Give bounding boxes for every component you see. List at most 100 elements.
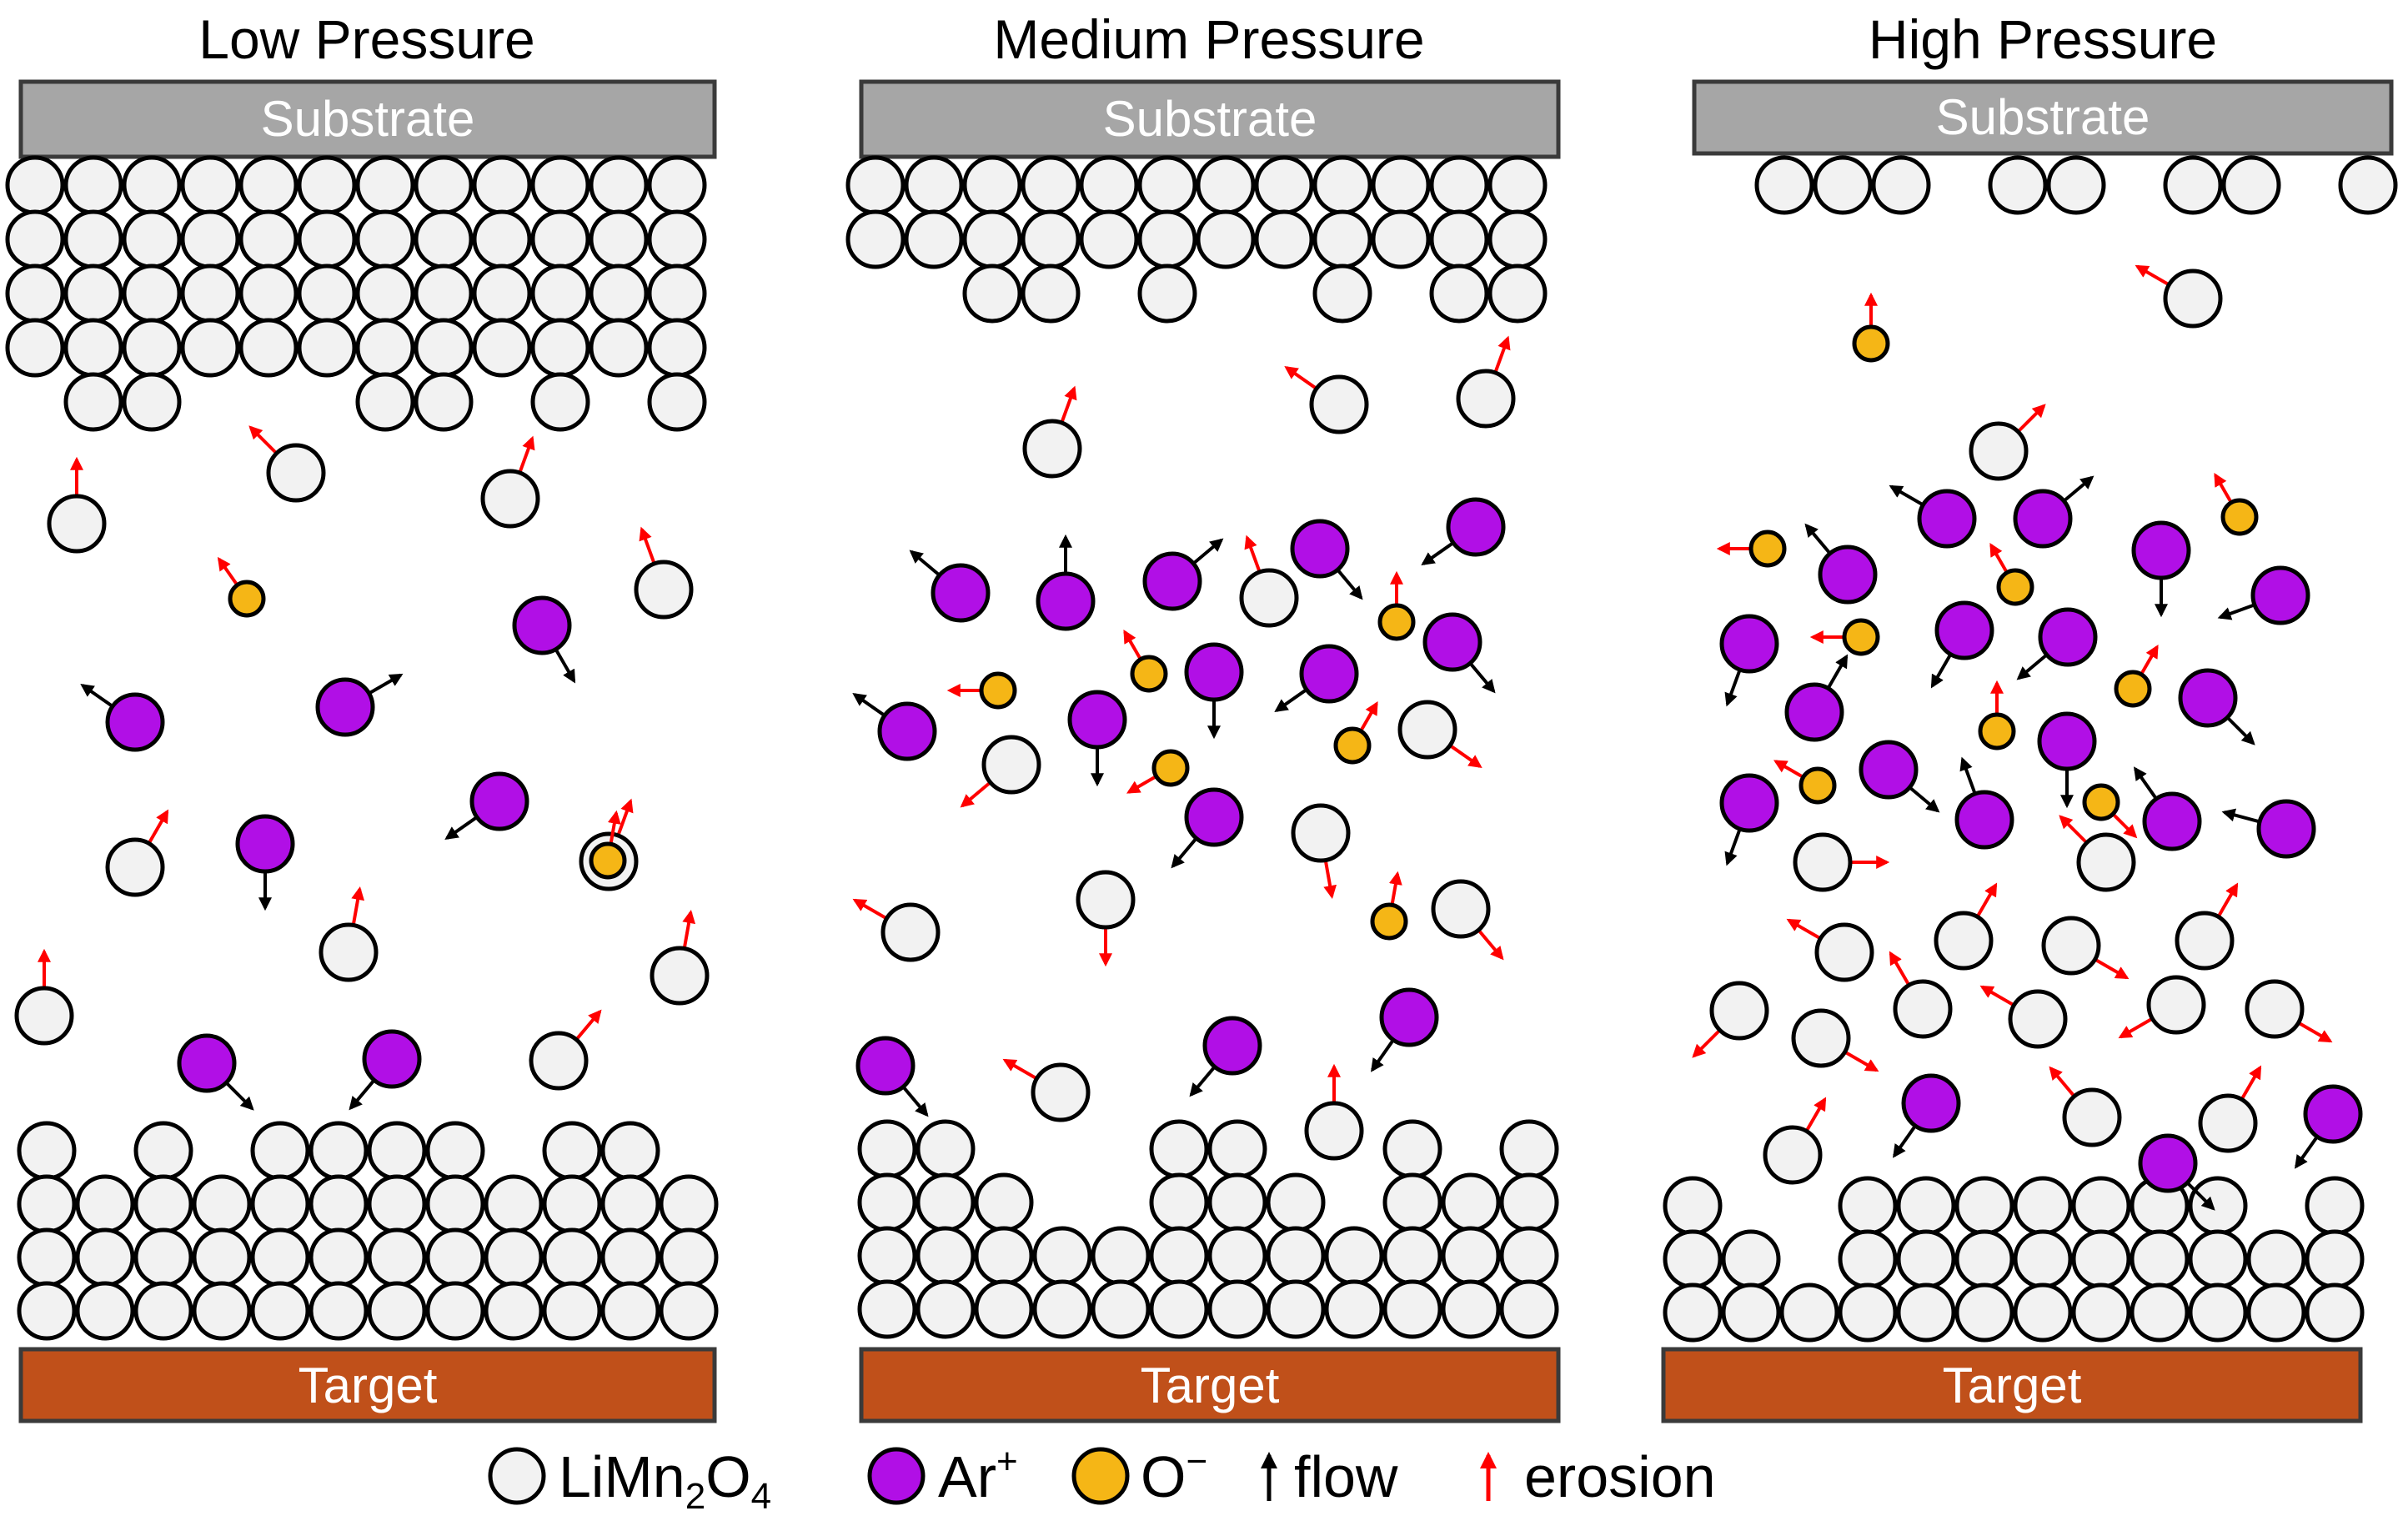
limn2o4-particle (1371, 155, 1431, 215)
limn2o4-particle (904, 155, 964, 215)
o-ion (1852, 324, 1890, 363)
limn2o4-particle (297, 155, 357, 215)
limn2o4-particle (857, 1172, 917, 1232)
flow-arrow (2217, 604, 2254, 620)
o-ion (1996, 568, 2034, 606)
flow-arrow (1724, 670, 1741, 707)
ar-ion (1067, 690, 1127, 750)
limn2o4-particle (1499, 1172, 1559, 1232)
flow-arrow (1804, 523, 1831, 554)
limn2o4-particle (297, 318, 357, 378)
legend-o-ion-swatch (1071, 1447, 1130, 1505)
limn2o4-particle (1032, 1226, 1092, 1286)
ar-ion (2178, 668, 2238, 728)
flow-arrow (852, 692, 885, 716)
limn2o4-particle (1382, 1172, 1442, 1232)
limn2o4-particle (1239, 568, 1299, 628)
flow-arrow (2133, 766, 2157, 799)
erosion-arrow (1126, 776, 1156, 794)
flow-arrow (349, 1080, 375, 1111)
limn2o4-particle (2221, 155, 2281, 215)
limn2o4-particle (17, 1121, 77, 1181)
panel-title-low: Low Pressure (198, 8, 535, 70)
erosion-arrow (2140, 644, 2159, 674)
legend-ar-ion-swatch (867, 1447, 926, 1505)
erosion-arrow (2240, 1065, 2262, 1099)
limn2o4-particle (845, 155, 906, 215)
limn2o4-particle (75, 1174, 135, 1234)
substrate-label: Substrate (1103, 91, 1317, 147)
erosion-arrow (217, 556, 238, 585)
target-low: Target (18, 1347, 717, 1423)
flow-arrow (1889, 484, 1923, 506)
ar-ion (2250, 565, 2310, 625)
limn2o4-particle (2071, 1176, 2131, 1236)
limn2o4-particle (542, 1174, 602, 1234)
limn2o4-particle (1441, 1279, 1501, 1339)
limn2o4-particle (1954, 1283, 2014, 1343)
flow-arrow (1827, 654, 1849, 688)
limn2o4-particle (1079, 209, 1139, 269)
flow-arrow (902, 1087, 929, 1117)
legend: LiMn2O4 Ar+ O− flow erosion (488, 1441, 1716, 1517)
erosion-arrow (960, 781, 991, 808)
ar-ion (235, 814, 295, 874)
ar-ion (1934, 600, 1994, 660)
erosion-arrow (1360, 700, 1378, 730)
limn2o4-particle (1838, 1283, 1898, 1343)
limn2o4-particle (297, 209, 357, 269)
limn2o4-particle (1149, 1279, 1209, 1339)
ar-ion (1036, 571, 1096, 631)
limn2o4-particle (1969, 421, 2029, 481)
limn2o4-particle (238, 155, 298, 215)
limn2o4-particle (1207, 1226, 1267, 1286)
ar-ion (315, 677, 375, 737)
limn2o4-particle (1254, 155, 1314, 215)
limn2o4-particle (1079, 155, 1139, 215)
limn2o4-particle (2305, 1283, 2365, 1343)
limn2o4-particle (600, 1227, 660, 1288)
limn2o4-particle (250, 1227, 310, 1288)
limn2o4-particle (1076, 870, 1136, 930)
limn2o4-particle (530, 209, 590, 269)
panel-title-high: High Pressure (1869, 8, 2217, 70)
limn2o4-particle (981, 735, 1041, 795)
ar-ion (1422, 612, 1482, 672)
limn2o4-particle (2146, 975, 2206, 1035)
limn2o4-particle (2046, 155, 2106, 215)
limn2o4-particle (659, 1281, 719, 1341)
o-ion (2220, 498, 2259, 536)
limn2o4-particle (857, 1119, 917, 1179)
limn2o4-particle (1838, 1176, 1898, 1236)
limn2o4-particle (1721, 1283, 1781, 1343)
legend-erosion-label: erosion (1524, 1444, 1716, 1509)
limn2o4-particle (1954, 1176, 2014, 1236)
limn2o4-particle (1896, 1283, 1956, 1343)
ar-ion (469, 771, 529, 831)
ar-ion (1299, 644, 1359, 704)
ar-ion (1290, 519, 1350, 579)
ar-ion (177, 1033, 237, 1093)
limn2o4-particle (1021, 264, 1081, 324)
limn2o4-particle (1091, 1279, 1151, 1339)
limn2o4-particle (1499, 1226, 1559, 1286)
erosion-arrow (682, 910, 696, 947)
limn2o4-particle (5, 209, 65, 269)
limn2o4-particle (367, 1281, 427, 1341)
ar-ion (1818, 545, 1878, 605)
limn2o4-particle (472, 209, 532, 269)
target-high: Target (1661, 1347, 2363, 1423)
limn2o4-particle (542, 1227, 602, 1288)
limn2o4-particle (122, 209, 182, 269)
o-ion (1333, 726, 1372, 765)
erosion-arrow (1477, 930, 1504, 961)
limn2o4-particle (2163, 155, 2223, 215)
o-ion (1370, 902, 1408, 941)
flow-arrow (2221, 808, 2259, 823)
erosion-arrow (575, 1009, 602, 1040)
limn2o4-particle (472, 318, 532, 378)
flow-arrow (2187, 1182, 2215, 1211)
limn2o4-particle (2305, 1229, 2365, 1289)
limn2o4-particle (916, 1119, 976, 1179)
limn2o4-particle (1137, 264, 1197, 324)
